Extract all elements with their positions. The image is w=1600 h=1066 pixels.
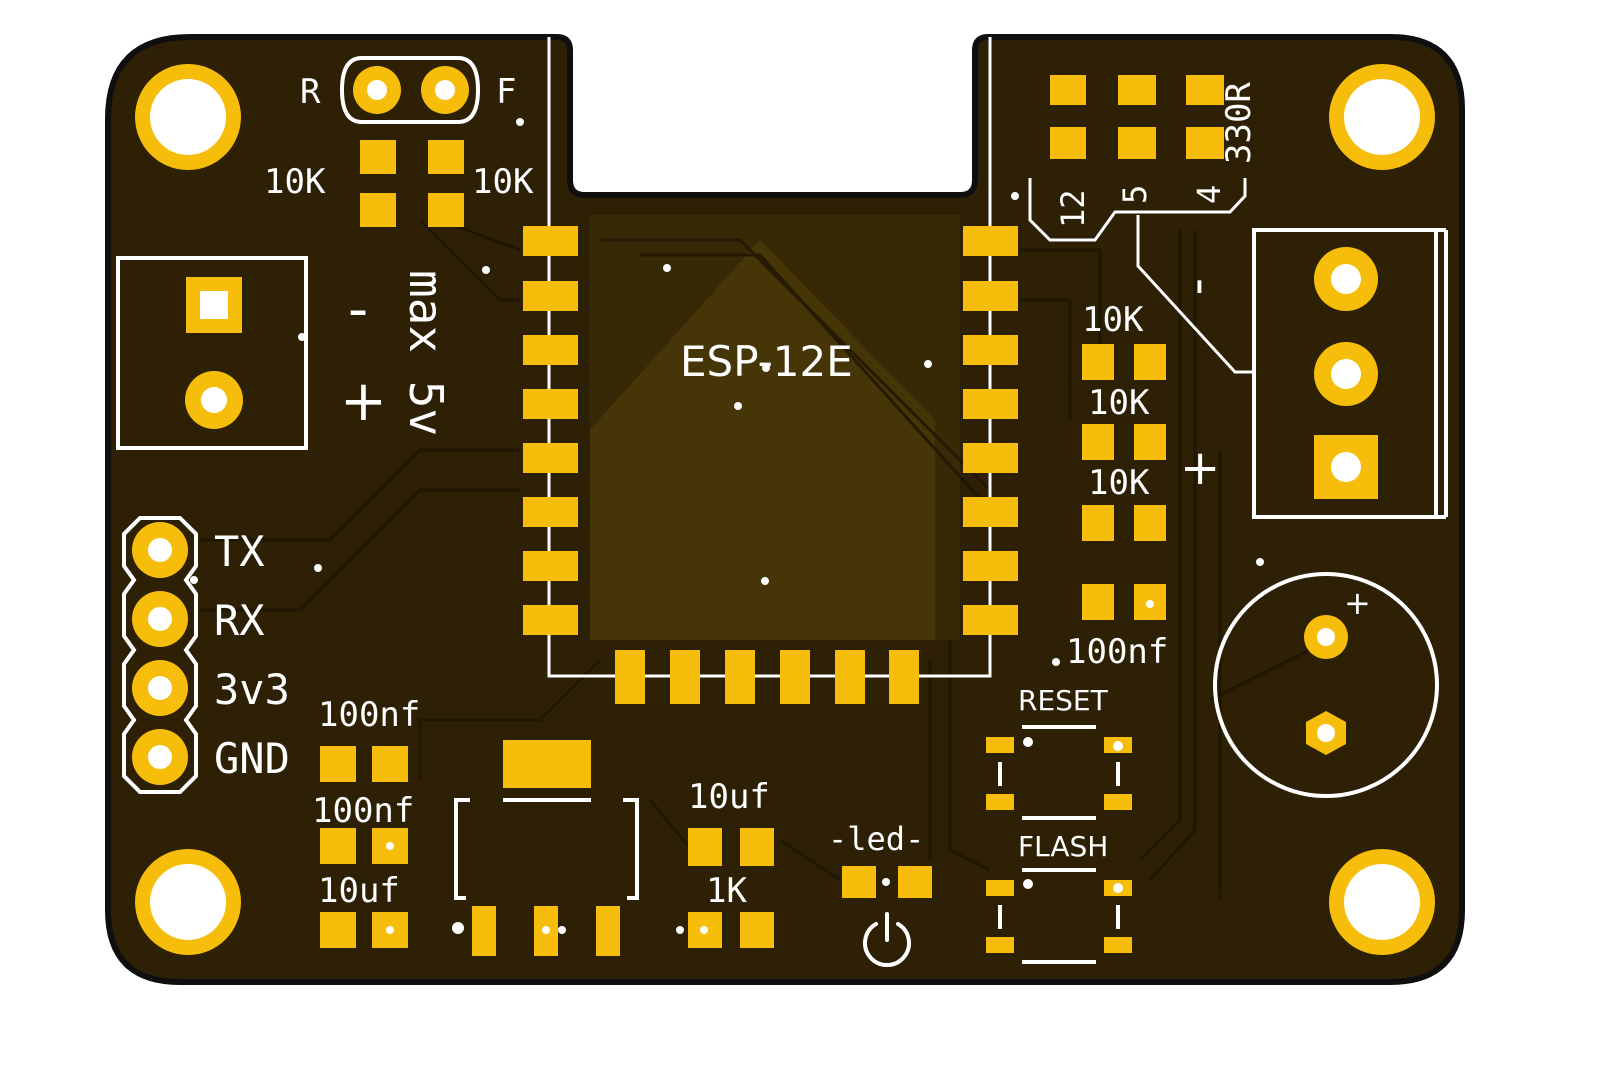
output-terminal-block bbox=[1136, 215, 1448, 519]
reset-button bbox=[986, 725, 1132, 820]
cap-label-10uf-a: 10uf bbox=[318, 871, 400, 911]
gpio-label-4: 4 bbox=[1190, 185, 1228, 204]
pin-label-gnd: GND bbox=[214, 734, 290, 783]
cap-label-10uf-b: 10uf bbox=[688, 777, 770, 817]
max-voltage-label: max 5v bbox=[399, 270, 453, 436]
resistor-pads-top-left bbox=[360, 140, 464, 227]
terminal-plus-label: + bbox=[1180, 440, 1220, 496]
copper-pour bbox=[590, 215, 960, 640]
resistor-label-10k-1: 10K bbox=[1082, 300, 1144, 340]
resistor-pads-right bbox=[1082, 344, 1166, 620]
cap-label-100nf-c: 100nf bbox=[1066, 632, 1168, 672]
flash-button bbox=[986, 868, 1132, 964]
capacitor-pads-bottom-left bbox=[320, 746, 408, 948]
rf-jumper bbox=[339, 56, 481, 124]
resistor-label-10k-right: 10K bbox=[472, 162, 534, 202]
esp12e-module bbox=[523, 37, 1018, 704]
copper-traces bbox=[200, 218, 1331, 900]
led-label: -led- bbox=[828, 820, 924, 858]
serial-header bbox=[122, 516, 198, 794]
led-pads bbox=[842, 866, 932, 898]
jumper-r-label: R bbox=[300, 72, 321, 112]
power-icon bbox=[863, 912, 911, 968]
resistor-label-330r: 330R bbox=[1219, 82, 1259, 164]
flash-label: FLASH bbox=[1018, 830, 1108, 863]
resistor-array-330r bbox=[1050, 75, 1224, 159]
pin-label-rx: RX bbox=[214, 596, 265, 645]
power-minus-label: - bbox=[348, 277, 368, 342]
module-label: ESP-12E bbox=[680, 337, 853, 386]
pin-label-tx: TX bbox=[214, 527, 265, 576]
vias bbox=[190, 118, 1264, 666]
passive-pads-bottom-middle bbox=[688, 828, 774, 948]
resistor-label-10k-3: 10K bbox=[1088, 463, 1150, 503]
gpio-label-5: 5 bbox=[1116, 185, 1154, 204]
power-plus-label: + bbox=[340, 369, 387, 434]
terminal-minus-label: - bbox=[1174, 278, 1230, 295]
voltage-regulator bbox=[452, 740, 639, 956]
resistor-label-10k-2: 10K bbox=[1088, 383, 1150, 423]
cap-label-100nf-b: 100nf bbox=[312, 791, 414, 831]
gpio-label-12: 12 bbox=[1054, 189, 1092, 228]
reset-label: RESET bbox=[1018, 684, 1109, 717]
cap-label-100nf-a: 100nf bbox=[318, 695, 420, 735]
resistor-label-1k: 1K bbox=[706, 871, 747, 911]
resistor-label-10k-left: 10K bbox=[264, 162, 326, 202]
electrolytic-capacitor bbox=[1213, 572, 1439, 798]
pin-label-3v3: 3v3 bbox=[214, 665, 290, 714]
power-input-terminal bbox=[116, 256, 308, 450]
elcap-plus-label: + bbox=[1344, 584, 1371, 622]
jumper-f-label: F bbox=[496, 72, 516, 112]
mounting-holes bbox=[135, 64, 1435, 955]
